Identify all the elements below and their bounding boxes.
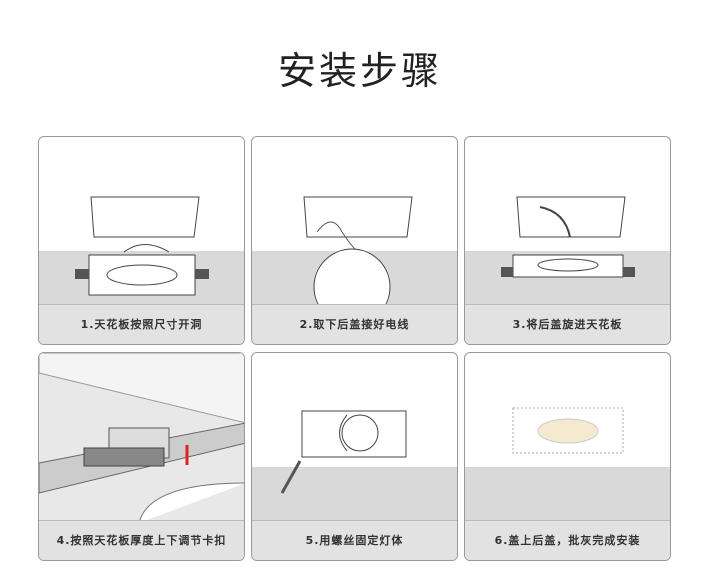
adjust-clip-illustration (39, 353, 244, 523)
step-6-panel: 6.盖上后盖，批灰完成安装 (464, 352, 671, 561)
step-5-caption: 5.用螺丝固定灯体 (252, 520, 457, 560)
step-3-caption: 3.将后盖旋进天花板 (465, 304, 670, 344)
wiring-illustration (303, 196, 413, 307)
step-2-caption: 2.取下后盖接好电线 (252, 304, 457, 344)
step-4-panel: 4.按照天花板厚度上下调节卡扣 (38, 352, 245, 561)
step-1-caption: 1.天花板按照尺寸开洞 (39, 304, 244, 344)
step-5-panel: 5.用螺丝固定灯体 (251, 352, 458, 561)
screw-fix-illustration (280, 410, 407, 494)
step-1-panel: 1.天花板按照尺寸开洞 (38, 136, 245, 345)
step-6-caption: 6.盖上后盖，批灰完成安装 (465, 520, 670, 560)
step-2-panel: 2.取下后盖接好电线 (251, 136, 458, 345)
ceiling-hole-illustration (75, 196, 209, 296)
finished-install-illustration (512, 407, 624, 454)
rotate-cover-illustration (501, 196, 635, 278)
page-title: 安装步骤 (277, 49, 442, 93)
step-4-caption: 4.按照天花板厚度上下调节卡扣 (39, 520, 244, 560)
step-3-panel: 3.将后盖旋进天花板 (464, 136, 671, 345)
